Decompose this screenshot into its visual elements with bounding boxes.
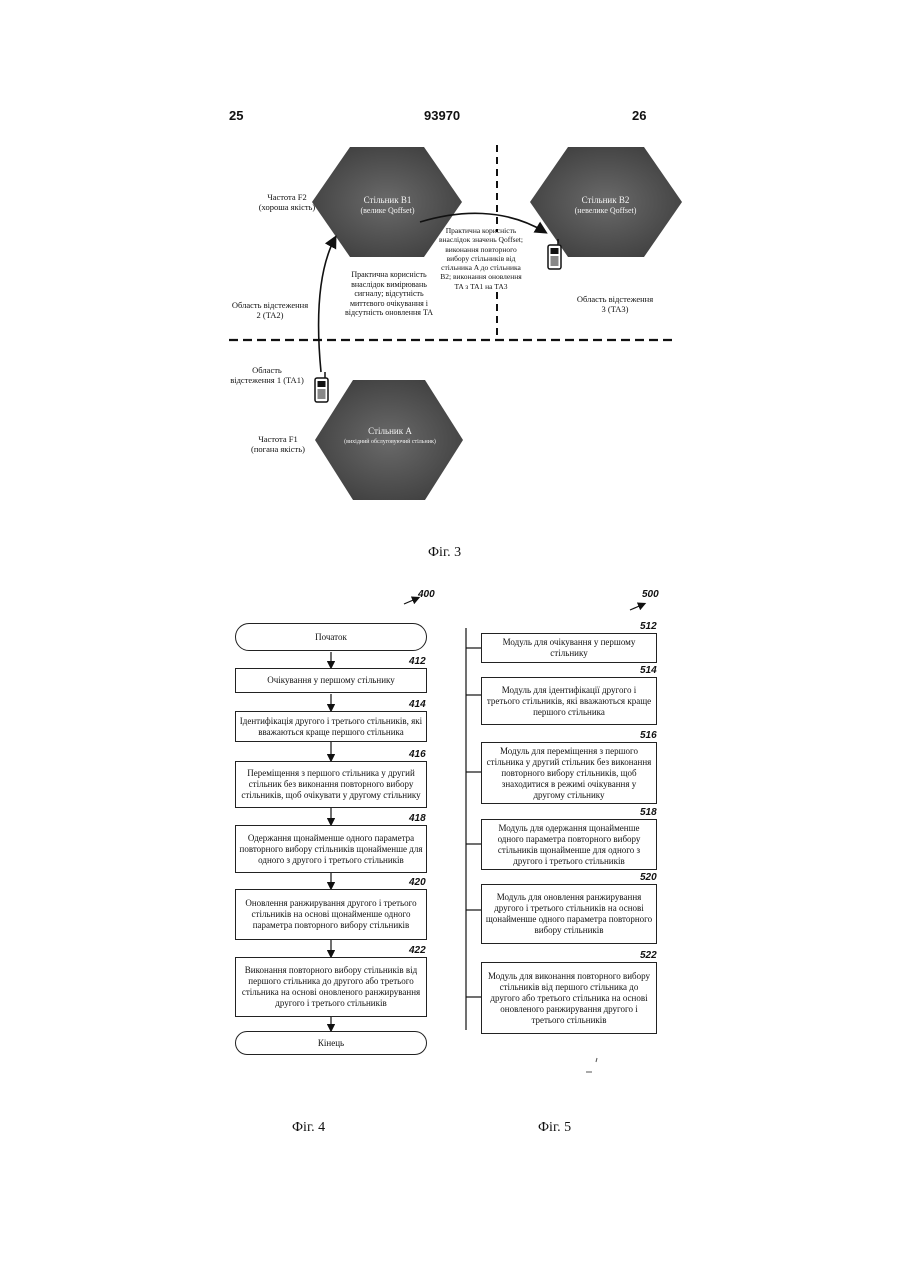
figure-4-reference: 400 xyxy=(418,589,435,600)
module-box: Модуль для ідентифікації другого і треть… xyxy=(481,677,657,725)
flowchart-step: Оновлення ранжирування другого і третьог… xyxy=(235,889,427,940)
module-box: Модуль для переміщення з першого стільни… xyxy=(481,742,657,804)
step-reference: 420 xyxy=(409,877,426,888)
module-reference: 516 xyxy=(640,730,657,741)
step-reference: 422 xyxy=(409,945,426,956)
flowchart-step: Переміщення з першого стільника у другий… xyxy=(235,761,427,808)
module-reference: 522 xyxy=(640,950,657,961)
flowchart-step: Очікування у першому стільнику xyxy=(235,668,427,693)
module-box: Модуль для очікування у першому стільник… xyxy=(481,633,657,663)
step-reference: 412 xyxy=(409,656,426,667)
step-reference: 418 xyxy=(409,813,426,824)
figure-5-caption: Фіг. 5 xyxy=(538,1120,571,1136)
step-reference: 416 xyxy=(409,749,426,760)
flowchart-step: Одержання щонайменше одного параметра по… xyxy=(235,825,427,873)
module-reference: 512 xyxy=(640,621,657,632)
flowchart-step: Ідентифікація другого і третього стільни… xyxy=(235,711,427,742)
figure-4-caption: Фіг. 4 xyxy=(292,1120,325,1136)
flowchart-end: Кінець xyxy=(235,1031,427,1055)
module-box: Модуль для виконання повторного вибору с… xyxy=(481,962,657,1034)
module-box: Модуль для оновлення ранжирування другог… xyxy=(481,884,657,944)
figure-5-reference: 500 xyxy=(642,589,659,600)
step-reference: 414 xyxy=(409,699,426,710)
module-reference: 514 xyxy=(640,665,657,676)
module-reference: 520 xyxy=(640,872,657,883)
flowchart-start: Початок xyxy=(235,623,427,651)
module-reference: 518 xyxy=(640,807,657,818)
flowchart-step: Виконання повторного вибору стільників в… xyxy=(235,957,427,1017)
module-box: Модуль для одержання щонайменше одного п… xyxy=(481,819,657,870)
